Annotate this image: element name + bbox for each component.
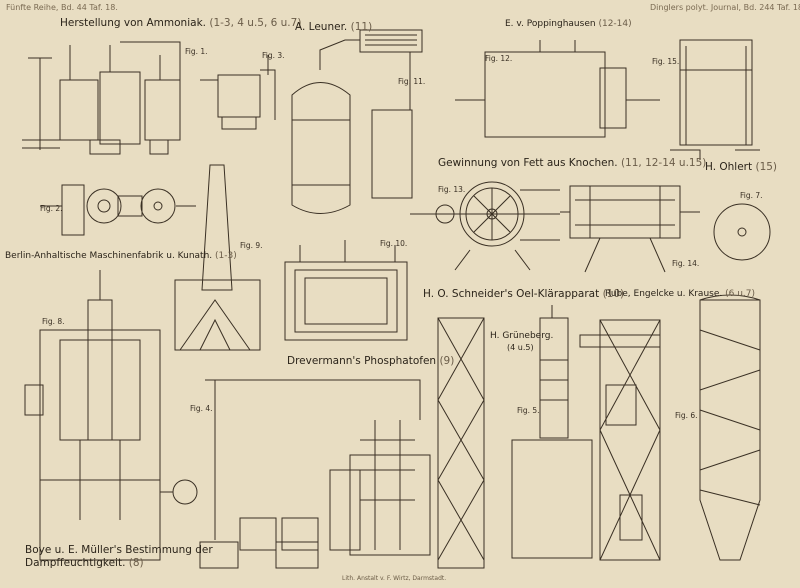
title-leuner: A. Leuner. (11) — [295, 22, 372, 33]
title-boye-line2: Dampffeuchtigkeit. (8) — [25, 558, 144, 569]
title-boye: Boye u. E. Müller's Bestimmung der — [25, 544, 213, 556]
fig11-label: Fig. 11. — [398, 77, 426, 86]
fig4-label: Fig. 4. — [190, 404, 213, 413]
title-leuner-text: A. Leuner. — [295, 21, 348, 33]
title-poppinghausen-ref: (12-14) — [598, 19, 632, 29]
title-berlin-ref: (1-3) — [215, 251, 237, 261]
title-poppinghausen-text: E. v. Poppinghausen — [505, 19, 596, 29]
fig6-column — [699, 294, 761, 561]
title-fett-text: Gewinnung von Fett aus Knochen. — [438, 157, 618, 169]
title-ammoniak-ref: (1-3, 4 u.5, 6 u.7) — [209, 17, 302, 29]
schneider-frame — [599, 319, 661, 561]
title-rube-ref: (6 u.7) — [725, 289, 756, 299]
title-gruneberg-ref: (4 u.5) — [507, 343, 534, 352]
title-fett-ref: (11, 12-14 u.15) — [620, 157, 707, 169]
fig13-label: Fig. 13. — [438, 185, 466, 194]
fig7-label: Fig. 7. — [740, 191, 763, 200]
title-fett: Gewinnung von Fett aus Knochen. (11, 12-… — [438, 158, 706, 169]
plate-header-right: Dinglers polyt. Journal, Bd. 244 Taf. 18… — [650, 3, 800, 12]
fig3-vessel — [200, 55, 276, 130]
title-ohlert-text: H. Ohlert — [705, 161, 753, 173]
title-berlin-text: Berlin-Anhaltische Maschinenfabrik u. Ku… — [5, 251, 213, 261]
title-boye2-text: Dampffeuchtigkeit. — [25, 557, 126, 569]
fig8-instrument — [24, 270, 198, 561]
fig15-tank — [670, 39, 760, 160]
fig2-label: Fig. 2. — [40, 204, 63, 213]
title-ammoniak: Herstellung von Ammoniak. (1-3, 4 u.5, 6… — [60, 18, 301, 29]
fig4-system — [199, 379, 431, 569]
title-poppinghausen: E. v. Poppinghausen (12-14) — [505, 20, 632, 29]
title-leuner-ref: (11) — [350, 21, 373, 33]
fig9-furnace — [174, 164, 261, 351]
gruneberg-tower — [437, 317, 485, 569]
title-berlin: Berlin-Anhaltische Maschinenfabrik u. Ku… — [5, 252, 237, 261]
title-boye-ref: (8) — [128, 557, 144, 569]
fig1-label: Fig. 1. — [185, 47, 208, 56]
fig9-label: Fig. 9. — [240, 241, 263, 250]
fig15-label: Fig. 15. — [652, 57, 680, 66]
fig6-label: Fig. 6. — [675, 411, 698, 420]
fig10-label: Fig. 10. — [380, 239, 408, 248]
fig1-apparatus — [22, 41, 181, 155]
title-ohlert-ref: (15) — [755, 161, 778, 173]
title-schneider-text: H. O. Schneider's Oel-Klärapparat — [423, 288, 600, 300]
title-drevermann-text: Drevermann's Phosphatofen — [287, 355, 437, 367]
title-rube: Rube, Engelcke u. Krause. (6 u.7) — [605, 290, 755, 299]
title-ohlert: H. Ohlert (15) — [705, 162, 777, 173]
fig5-column — [511, 305, 661, 559]
fig12-vessel — [455, 40, 660, 138]
title-gruneberg: H. Grüneberg. — [490, 332, 553, 341]
fig8-label: Fig. 8. — [42, 317, 65, 326]
title-schneider-ref: (10) — [602, 288, 625, 300]
fig13-wheel — [410, 181, 560, 271]
title-gruneberg-text: H. Grüneberg. — [490, 331, 554, 341]
fig7-disc — [713, 203, 771, 261]
title-schneider: H. O. Schneider's Oel-Klärapparat (10) — [423, 289, 624, 300]
title-ammoniak-text: Herstellung von Ammoniak. — [60, 17, 206, 29]
title-drevermann-ref: (9) — [439, 355, 455, 367]
title-rube-text: Rube, Engelcke u. Krause. — [605, 289, 723, 299]
fig5-label: Fig. 5. — [517, 406, 540, 415]
fig10-oven — [284, 240, 408, 341]
fig11-boiler — [291, 29, 423, 214]
fig2-machine — [40, 184, 196, 236]
title-drevermann: Drevermann's Phosphatofen (9) — [287, 356, 454, 367]
lithograph-credit: Lith. Anstalt v. F. Wirtz, Darmstadt. — [342, 575, 447, 582]
fig12-label: Fig. 12. — [485, 54, 513, 63]
plate-header-left: Fünfte Reihe, Bd. 44 Taf. 18. — [6, 3, 118, 12]
fig14-frame — [560, 185, 700, 273]
fig3-label: Fig. 3. — [262, 51, 285, 60]
fig14-label: Fig. 14. — [672, 259, 700, 268]
